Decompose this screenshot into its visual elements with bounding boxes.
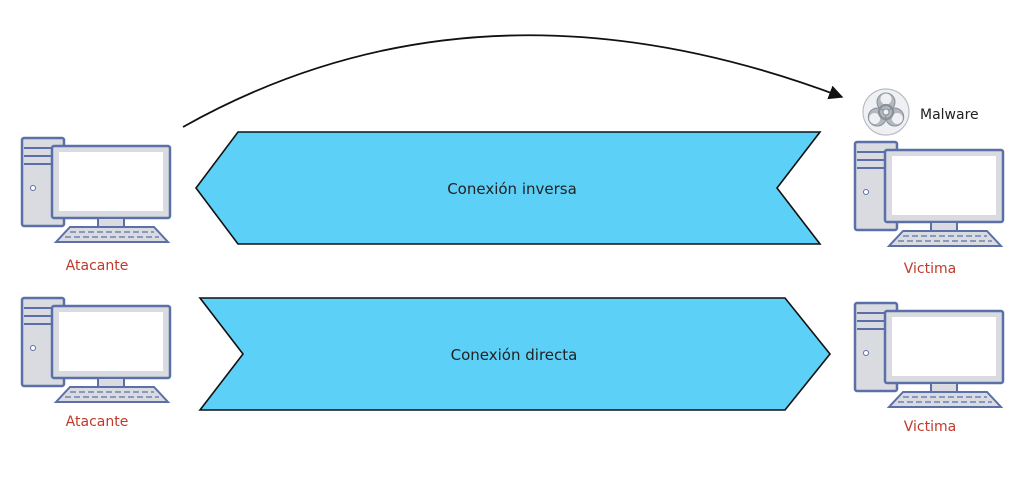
victim-bottom-computer-icon	[853, 301, 1005, 409]
malware-label: Malware	[920, 107, 979, 123]
direct-connection-band	[198, 297, 832, 411]
biohazard-icon	[862, 88, 910, 136]
attacker-bottom-computer-icon	[20, 296, 172, 404]
attacker-top-computer-icon	[20, 136, 172, 244]
attacker-bottom-label: Atacante	[66, 414, 129, 430]
infection-arrow	[182, 34, 844, 128]
attacker-top-label: Atacante	[66, 258, 129, 274]
victim-top-computer-icon	[853, 140, 1005, 248]
reverse-connection-label: Conexión inversa	[447, 180, 577, 198]
victim-bottom-label: Victima	[904, 419, 956, 435]
reverse-connection-band	[195, 131, 822, 245]
direct-connection-label: Conexión directa	[451, 346, 578, 364]
victim-top-label: Victima	[904, 261, 956, 277]
